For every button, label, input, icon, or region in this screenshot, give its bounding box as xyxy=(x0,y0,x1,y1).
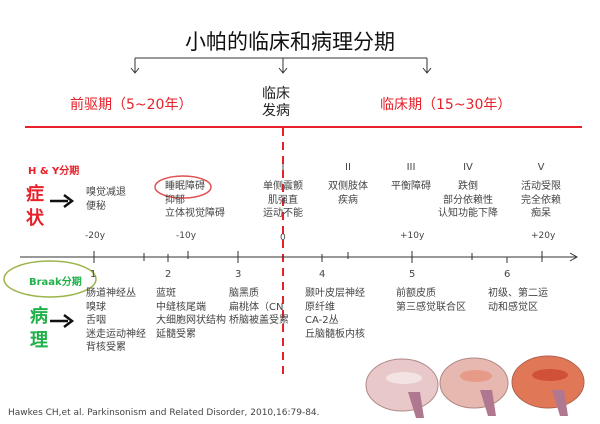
pathology-arrow xyxy=(50,314,75,328)
citation: Hawkes CH,et al. Parkinsonism and Relate… xyxy=(8,408,320,418)
pathology-column: 肠道神经丛嗅球舌咽迷走运动神经背核受累 xyxy=(86,287,146,355)
pathology-item: 舌咽 xyxy=(86,315,106,326)
symptom-item: 认知功能下降 xyxy=(438,208,498,219)
hy-stage-I: I xyxy=(281,162,285,173)
pathology-item: 肠道神经丛 xyxy=(86,288,136,299)
braak-stage-6: 6 xyxy=(504,269,511,280)
symptom-item: 痴呆 xyxy=(531,208,551,219)
braak-stage-label: Braak分期 xyxy=(29,277,82,288)
braak-stage-5: 5 xyxy=(409,269,416,280)
pathology-item: 丘脑髓板内核 xyxy=(305,328,365,340)
brain-stage-5-6 xyxy=(511,355,585,409)
bracket-arrows xyxy=(130,57,432,74)
slide-title: 小帕的临床和病理分期 xyxy=(185,30,395,54)
pathology-item: 蓝斑 xyxy=(156,288,176,299)
symptom-item: 部分依赖性 xyxy=(443,194,493,206)
symptom-item: 单侧震颤 xyxy=(263,181,303,192)
braak-circle xyxy=(3,260,97,298)
braak-stage-1: 1 xyxy=(90,269,97,280)
symptom-column: 跌倒部分依赖性认知功能下降 xyxy=(428,180,508,221)
sleep-disorder-circle xyxy=(154,175,212,199)
pathology-column: 颞叶皮层神经原纤维 CA-2丛丘脑髓板内核 xyxy=(305,287,365,341)
symptom-item: 嗅觉减退 xyxy=(86,187,126,198)
pathology-item: 颞叶皮层神经 xyxy=(305,288,365,299)
braak-stage-3: 3 xyxy=(235,269,242,280)
symptoms-char-1: 症 xyxy=(26,184,44,205)
pathology-column: 蓝斑中缝核尾端大细胞网状结构延髓受累 xyxy=(156,287,226,341)
prodromal-phase-label: 前驱期（5~20年） xyxy=(70,97,193,113)
pathology-item: 动和感觉区 xyxy=(488,301,538,313)
pathology-item: 中缝核尾端 xyxy=(156,301,206,313)
time-axis xyxy=(20,251,579,263)
pathology-column: 初级、第二运动和感觉区 xyxy=(488,287,548,314)
tick-plus-10y: +10y xyxy=(400,231,425,241)
tick-minus-20y: -20y xyxy=(85,231,106,241)
symptoms-label: 症 状 xyxy=(26,183,44,231)
symptom-item: 跌倒 xyxy=(458,181,478,192)
symptom-item: 运动不能 xyxy=(263,208,303,219)
tick-zero: 0 xyxy=(280,233,286,243)
hy-stage-V: V xyxy=(537,162,545,173)
symptom-column: 活动受限完全依赖痴呆 xyxy=(501,180,581,221)
pathology-item: 背核受累 xyxy=(86,342,126,353)
symptom-item: 双侧肢体 xyxy=(328,181,368,192)
tick-minus-10y: -10y xyxy=(176,231,197,241)
pathology-column: 脑黑质扁桃体（CN 桥脑被盖受累 xyxy=(229,287,289,328)
symptom-column: 睡眠障碍抑郁立体视觉障碍 xyxy=(165,180,225,221)
pathology-item: 嗅球 xyxy=(86,301,106,313)
hy-stage-IV: IV xyxy=(463,162,473,173)
pathology-label: 病 理 xyxy=(30,305,48,353)
pathology-item: 第三感觉联合区 xyxy=(396,301,466,313)
symptom-item: 便秘 xyxy=(86,200,106,212)
pathology-char-2: 理 xyxy=(30,330,48,351)
symptom-column: 平衡障碍 xyxy=(371,180,451,194)
symptom-item: 完全依赖 xyxy=(521,194,561,206)
symptom-arrow xyxy=(50,194,75,208)
symptom-column: 双侧肢体疾病 xyxy=(308,180,388,207)
clinical-phase-label: 临床期（15~30年） xyxy=(380,97,512,113)
pathology-item: 桥脑被盖受累 xyxy=(229,315,289,326)
hy-stage-III: III xyxy=(406,162,416,173)
pathology-item: 扁桃体（CN xyxy=(229,301,284,313)
symptom-column: 嗅觉减退便秘 xyxy=(86,186,126,213)
pathology-item: 前额皮质 xyxy=(396,288,436,299)
pathology-item: 脑黑质 xyxy=(229,288,259,299)
tick-plus-20y: +20y xyxy=(531,231,556,241)
symptom-item: 疾病 xyxy=(338,194,358,206)
brain-stage-3-4 xyxy=(439,357,509,409)
symptom-column: 单侧震颤肌强直运动不能 xyxy=(243,180,323,221)
brain-images xyxy=(360,345,590,420)
pathology-item: 初级、第二运 xyxy=(488,288,548,299)
hy-stage-label: H & Y分期 xyxy=(28,166,80,177)
symptom-item: 活动受限 xyxy=(521,181,561,192)
onset-line-2: 发病 xyxy=(262,103,290,119)
symptom-item: 抑郁 xyxy=(165,194,185,206)
clinical-onset-label: 临床 发病 xyxy=(262,86,290,120)
symptom-item: 睡眠障碍 xyxy=(165,181,205,192)
symptom-item: 平衡障碍 xyxy=(391,181,431,192)
onset-line-1: 临床 xyxy=(262,86,290,102)
pathology-item: 延髓受累 xyxy=(156,328,196,340)
braak-stage-4: 4 xyxy=(319,269,326,280)
pathology-item: CA-2丛 xyxy=(305,315,339,326)
pathology-column: 前额皮质第三感觉联合区 xyxy=(396,287,466,314)
symptom-item: 肌强直 xyxy=(268,194,298,206)
braak-stage-2: 2 xyxy=(165,269,172,280)
symptoms-char-2: 状 xyxy=(26,208,44,229)
pathology-item: 大细胞网状结构 xyxy=(156,315,226,326)
brain-stage-1-2 xyxy=(365,358,439,412)
hy-stage-II: II xyxy=(345,162,351,173)
pathology-item: 原纤维 xyxy=(305,301,335,313)
symptom-item: 立体视觉障碍 xyxy=(165,208,225,219)
pathology-item: 迷走运动神经 xyxy=(86,328,146,340)
pathology-char-1: 病 xyxy=(30,306,48,327)
